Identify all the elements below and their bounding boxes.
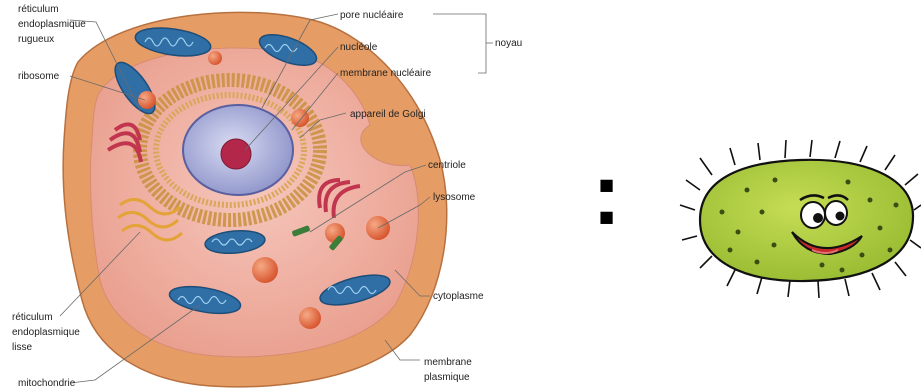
label-nucleolus: nucléole [340, 42, 378, 53]
label-cytoplasm: cytoplasme [433, 291, 484, 302]
bullet-square-1: ■ [599, 175, 614, 194]
label-nuclear-pore: pore nucléaire [340, 10, 404, 21]
bullet-square-2: ■ [599, 207, 614, 226]
animal-cell-diagram: réticulum endoplasmique rugueux ribosome… [12, 4, 522, 389]
label-smooth-er: réticulum endoplasmique lisse [12, 312, 83, 353]
nucleolus-shape [221, 139, 251, 169]
label-golgi: appareil de Golgi [350, 109, 426, 120]
label-nuclear-membrane: membrane nucléaire [340, 68, 432, 79]
bacterium-cartoon [680, 140, 921, 298]
label-mitochondrion: mitochondrie [18, 378, 76, 389]
label-nucleus: noyau [495, 38, 522, 49]
label-centriole: centriole [428, 160, 466, 171]
label-ribosome: ribosome [18, 71, 60, 82]
label-rough-er: réticulum endoplasmique rugueux [18, 4, 89, 45]
label-lysosome: lysosome [433, 192, 476, 203]
label-plasma-membrane: membrane plasmique [424, 357, 475, 383]
